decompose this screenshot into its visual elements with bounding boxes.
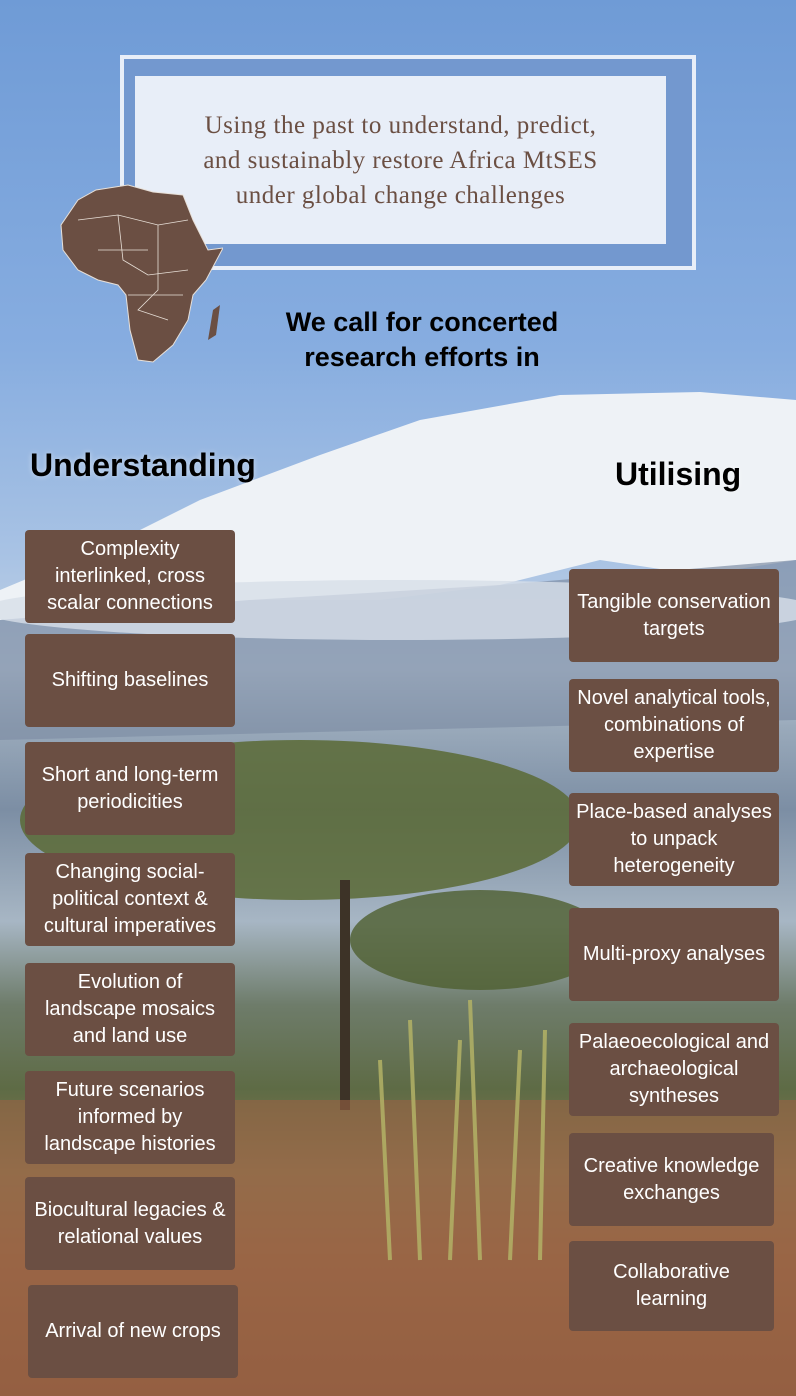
understanding-item: Shifting baselines bbox=[25, 634, 235, 727]
utilising-item: Collaborative learning bbox=[569, 1241, 774, 1331]
utilising-item: Tangible conservation targets bbox=[569, 569, 779, 662]
understanding-item: Future scenarios informed by landscape h… bbox=[25, 1071, 235, 1164]
utilising-item: Creative knowledge exchanges bbox=[569, 1133, 774, 1226]
utilising-item: Palaeoecological and archaeological synt… bbox=[569, 1023, 779, 1116]
understanding-item: Short and long-term periodicities bbox=[25, 742, 235, 835]
utilising-heading: Utilising bbox=[615, 456, 742, 492]
grass bbox=[378, 999, 547, 1261]
understanding-item: Changing social-political context & cult… bbox=[25, 853, 235, 946]
title-text: Using the past to understand, predict, a… bbox=[203, 111, 598, 209]
understanding-item: Arrival of new crops bbox=[28, 1285, 238, 1378]
title-box: Using the past to understand, predict, a… bbox=[135, 76, 666, 244]
understanding-item: Complexity interlinked, cross scalar con… bbox=[25, 530, 235, 623]
utilising-item: Place-based analyses to unpack heterogen… bbox=[569, 793, 779, 886]
understanding-item: Evolution of landscape mosaics and land … bbox=[25, 963, 235, 1056]
africa-map-icon bbox=[60, 184, 223, 363]
understanding-item: Biocultural legacies & relational values bbox=[25, 1177, 235, 1270]
utilising-item: Multi-proxy analyses bbox=[569, 908, 779, 1001]
call-to-action: We call for concerted research efforts i… bbox=[285, 307, 559, 372]
tree-trunk bbox=[340, 880, 350, 1110]
tree-canopy bbox=[350, 890, 610, 990]
utilising-item: Novel analytical tools, combinations of … bbox=[569, 679, 779, 772]
understanding-heading: Understanding bbox=[30, 447, 256, 483]
